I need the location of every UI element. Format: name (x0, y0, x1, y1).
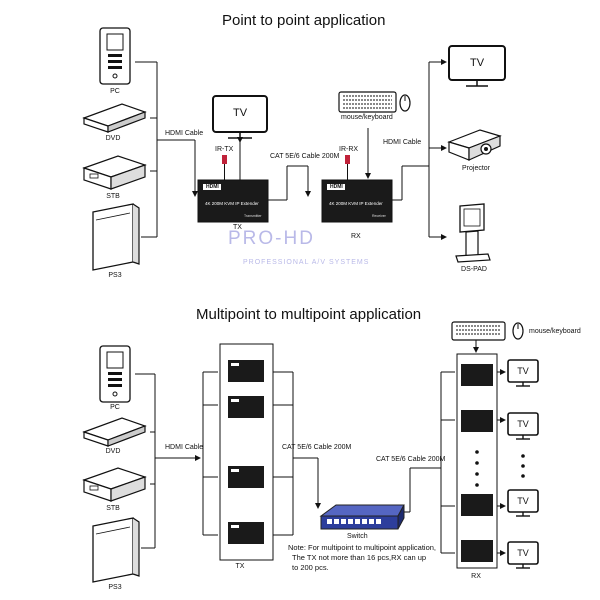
mouse-keyboard-label: mouse/keyboard (341, 114, 393, 121)
switch-label: Switch (347, 533, 368, 540)
tx-device (197, 179, 269, 223)
tx-hdmi-badge: HDMI (206, 184, 219, 190)
rx-sub-badge: Receiver (372, 214, 386, 218)
tx-sub-badge: Transmitter (244, 214, 262, 218)
tv-icon-r2 (507, 412, 539, 440)
source2-label-dvd: DVD (105, 448, 121, 455)
note-line-2: The TX not more than 16 pcs,RX can up (292, 553, 427, 562)
tv-label-r2: TV (517, 419, 529, 429)
source-cable-label: HDMI Cable (165, 130, 204, 137)
source-label-pc: PC (110, 88, 120, 95)
source-bus-2 (135, 371, 218, 549)
ir-tx-icon (222, 155, 227, 180)
note-line-3: to 200 pcs. (292, 563, 329, 572)
tv-icon-r3 (507, 489, 539, 517)
tv-label-r1: TV (517, 366, 529, 376)
pc-icon-2 (99, 345, 131, 403)
rx-rack (456, 353, 498, 569)
tv-icon-r4 (507, 541, 539, 569)
tv-label-r3: TV (517, 496, 529, 506)
rx-tv-links (497, 369, 506, 556)
tx-label: TX (233, 224, 242, 231)
source2-label-ps3: PS3 (108, 584, 122, 591)
ds-pad-icon (455, 203, 491, 263)
watermark-tagline: PROFESSIONAL A/V SYSTEMS (243, 259, 370, 266)
cable-out-label: CAT 5E/6 Cable 200M (376, 456, 446, 463)
dvd-icon (82, 103, 147, 133)
tv-output-icon (448, 45, 506, 87)
ir-rx-icon (345, 155, 350, 180)
source-label-ps3: PS3 (108, 272, 122, 279)
note-line-1: Note: For multipoint to multipoint appli… (288, 543, 436, 552)
tv-icon-r1 (507, 359, 539, 387)
tv-label: TV (232, 107, 248, 119)
source2-cable-label: HDMI Cable (165, 444, 204, 451)
output-label-tv: TV (469, 57, 485, 69)
tv-dots (521, 454, 525, 478)
diagram1-title: Point to point application (222, 12, 386, 29)
mouse-keyboard-label-2: mouse/keyboard (529, 328, 581, 335)
cable-in-label: CAT 5E/6 Cable 200M (282, 444, 352, 451)
source2-label-stb: STB (106, 505, 120, 512)
rx-hdmi-badge: HDMI (330, 184, 343, 190)
tx-rx-link (268, 165, 311, 201)
ps3-icon (92, 203, 140, 271)
tv-icon (212, 95, 268, 180)
keyboard-icon-2 (451, 321, 506, 341)
source-bus-1 (135, 61, 198, 238)
dvd-icon-2 (82, 417, 147, 447)
tx-model-label: 4K 200M KVM IP Extender (205, 201, 259, 206)
pc-icon (99, 27, 131, 85)
tx-output-bus (273, 371, 321, 536)
source-label-dvd: DVD (105, 135, 121, 142)
switch-rx-link (404, 371, 455, 554)
stb-icon (82, 155, 147, 190)
source-label-stb: STB (106, 193, 120, 200)
output-label-projector: Projector (461, 165, 491, 172)
watermark-brand: PRO-HD (228, 228, 315, 249)
source2-label-pc: PC (110, 404, 120, 411)
ir-rx-label: IR-RX (339, 146, 359, 153)
rx-label: RX (351, 233, 361, 240)
switch-icon (319, 504, 405, 530)
rx-rack-label: RX (471, 573, 481, 580)
tv-label-r4: TV (517, 548, 529, 558)
output-cable-label: HDMI Cable (383, 139, 422, 146)
link-cable-label: CAT 5E/6 Cable 200M (270, 153, 340, 160)
ps3-icon-2 (92, 517, 140, 583)
stb-icon-2 (82, 467, 147, 502)
diagram2-title: Multipoint to multipoint application (196, 306, 422, 323)
output-label-ds-pad: DS-PAD (461, 266, 487, 273)
mouse-icon (399, 94, 411, 112)
mouse-icon-2 (512, 322, 524, 340)
output-bus-1 (392, 59, 447, 240)
keyboard-icon (338, 91, 397, 113)
projector-icon (447, 129, 502, 161)
rx-model-label: 4K 200M KVM IP Extender (329, 201, 383, 206)
rx-device (321, 179, 393, 223)
tx-rack-label: TX (235, 563, 245, 570)
tx-rack (219, 343, 274, 561)
ir-tx-label: IR-TX (215, 146, 234, 153)
